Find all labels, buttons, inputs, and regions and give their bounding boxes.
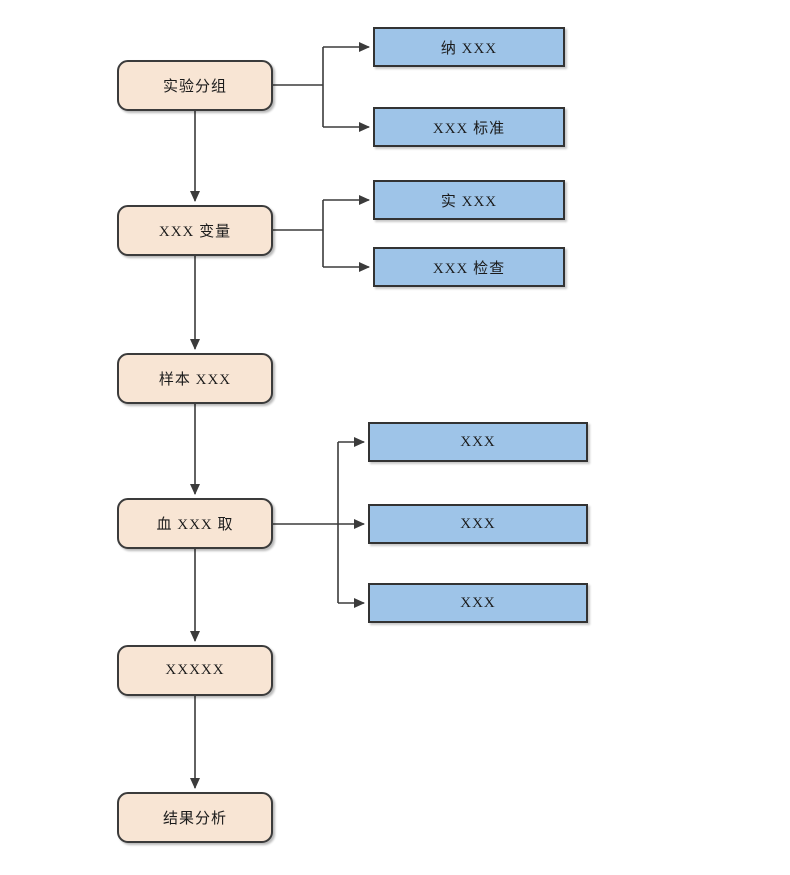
branch-item-blood-2: XXX xyxy=(368,504,588,544)
branch-item-inclusion: 纳 XXX xyxy=(373,27,565,67)
branch-item-blood-1: XXX xyxy=(368,422,588,462)
step-blood-collection: 血 XXX 取 xyxy=(117,498,273,549)
branch-item-experiment: 实 XXX xyxy=(373,180,565,220)
step-result-analysis: 结果分析 xyxy=(117,792,273,843)
branch-item-examination: XXX 检查 xyxy=(373,247,565,287)
branch-item-blood-3: XXX xyxy=(368,583,588,623)
step-placeholder: XXXXX xyxy=(117,645,273,696)
step-experiment-grouping: 实验分组 xyxy=(117,60,273,111)
branch-item-criteria: XXX 标准 xyxy=(373,107,565,147)
step-sample: 样本 XXX xyxy=(117,353,273,404)
step-variable: XXX 变量 xyxy=(117,205,273,256)
